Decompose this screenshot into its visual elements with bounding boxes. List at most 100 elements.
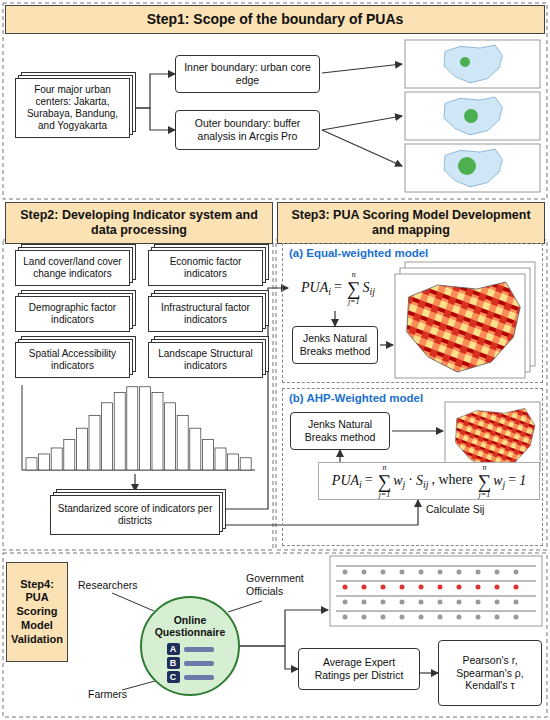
rating-dot xyxy=(495,570,500,575)
circle-title: Online Questionnaire xyxy=(153,614,227,638)
node-label: Step1: Scope of the boundary of PUAs xyxy=(147,11,404,28)
rating-dot xyxy=(476,585,481,590)
sheet-line xyxy=(336,580,536,582)
rating-dot xyxy=(381,615,386,620)
boundary-maps xyxy=(405,40,540,192)
rating-dot xyxy=(495,600,500,605)
questionnaire-circle: Online QuestionnaireABC xyxy=(140,596,240,696)
subscript: ij xyxy=(423,479,428,490)
model-panel: (a) Equal-weighted modelPUAi=n∑j=1SijJen… xyxy=(282,243,543,383)
histogram-bar xyxy=(152,393,163,470)
rating-dot xyxy=(438,570,443,575)
rating-dot xyxy=(476,615,481,620)
rating-dot xyxy=(419,615,424,620)
document-stack: Demographic factor indicators xyxy=(15,296,130,332)
formula-term: w xyxy=(393,472,402,487)
rating-dot xyxy=(495,615,500,620)
option-bar xyxy=(184,675,214,680)
rating-dot xyxy=(381,585,386,590)
formula-box: PUAi=n∑j=1Sij xyxy=(288,265,388,311)
sum-lower-limit: j=1 xyxy=(379,491,391,499)
rating-dot xyxy=(514,600,519,605)
histogram-bar xyxy=(89,415,100,470)
sum-sign: ∑ xyxy=(347,279,361,298)
process-box: Jenks Natural Breaks method xyxy=(292,326,378,364)
rating-dot xyxy=(438,600,443,605)
node-label: Inner boundary: urban core edge xyxy=(181,61,314,86)
axis-line xyxy=(22,385,23,470)
document-stack: Landscape Structural indicators xyxy=(148,342,263,378)
step-header: Step1: Scope of the boundary of PUAs xyxy=(5,5,545,34)
respondent-label: Researchers xyxy=(78,579,138,592)
document-stack: Standarized score of indicators per dist… xyxy=(50,495,220,535)
histogram xyxy=(22,385,255,470)
histogram-bar xyxy=(165,403,176,470)
formula-line: PUAi=n∑j=1Sij xyxy=(301,271,375,306)
rating-dot xyxy=(419,585,424,590)
step-header: Step3: PUA Scoring Model Development and… xyxy=(277,202,545,244)
node-label: Outer boundary: buffer analysis in Arcgi… xyxy=(181,117,314,142)
formula-box: PUAi=n∑j=1wj·Sij, wheren∑j=1wj=1 xyxy=(318,462,540,500)
subscript: i xyxy=(359,479,362,490)
connector xyxy=(339,450,340,462)
formula-term: S xyxy=(416,472,423,487)
option-letter: B xyxy=(167,657,180,669)
process-box: Outer boundary: buffer analysis in Arcgi… xyxy=(175,110,320,150)
rating-dot xyxy=(457,615,462,620)
document-stack: Spatial Accessibility indicators xyxy=(15,342,130,378)
rating-dot xyxy=(495,585,500,590)
rating-dot xyxy=(362,615,367,620)
connector xyxy=(334,311,335,326)
rating-dot xyxy=(514,585,519,590)
process-box: Pearson's r, Spearman's ρ, Kendall's τ xyxy=(438,640,542,706)
rating-dot xyxy=(419,570,424,575)
node-label: Land cover/land cover change indicators xyxy=(22,256,123,280)
document-stack: Infrastructural factor indicators xyxy=(148,296,263,332)
sum-lower-limit: j=1 xyxy=(348,298,360,306)
step-header: Step4: PUA Scoring Model Validation xyxy=(6,562,68,662)
document-stack: Land cover/land cover change indicators xyxy=(15,250,130,286)
formula-line: PUAi=n∑j=1wj·Sij, wheren∑j=1wj=1 xyxy=(332,464,526,499)
option-bar xyxy=(184,647,214,652)
node-label: Step3: PUA Scoring Model Development and… xyxy=(284,208,538,238)
formula-operator: = xyxy=(365,472,373,487)
node-label: Economic factor indicators xyxy=(155,256,256,280)
node-label: Infrastructural factor indicators xyxy=(155,302,256,326)
rating-dot xyxy=(343,585,348,590)
option-letter: A xyxy=(167,643,180,655)
formula-term: 1 xyxy=(519,472,526,487)
formula-term: PUA xyxy=(301,279,328,294)
rating-dot xyxy=(457,570,462,575)
rating-dot xyxy=(400,570,405,575)
rating-dot xyxy=(381,600,386,605)
document-stack: Economic factor indicators xyxy=(148,250,263,286)
subscript: j xyxy=(403,479,406,490)
sum-upper-limit: n xyxy=(382,464,386,472)
histogram-bar xyxy=(76,428,87,470)
respondent-label: Farmers xyxy=(88,688,127,701)
histogram-bar xyxy=(228,454,239,470)
sum-operator: n∑j=1 xyxy=(478,464,492,499)
process-box: Jenks Natural Breaks method xyxy=(290,412,390,450)
histogram-bar xyxy=(26,458,37,470)
subscript: ij xyxy=(369,286,374,297)
sum-sign: ∑ xyxy=(478,472,492,491)
sum-operator: n∑j=1 xyxy=(378,464,392,499)
rating-dot xyxy=(400,615,405,620)
section-frames xyxy=(3,3,547,717)
rating-dot xyxy=(438,585,443,590)
rating-dot xyxy=(381,570,386,575)
sheet-line xyxy=(336,610,536,612)
document-stack: Four major urban centers: Jakarta, Surab… xyxy=(15,78,130,138)
node-label: Four major urban centers: Jakarta, Surab… xyxy=(22,84,123,132)
histogram-bar xyxy=(114,393,125,470)
model-panel: (b) AHP-Weighted modelJenks Natural Brea… xyxy=(282,388,543,546)
sum-sign: ∑ xyxy=(378,472,392,491)
connector xyxy=(240,646,298,669)
rating-dot xyxy=(400,585,405,590)
histogram-bar xyxy=(51,448,62,470)
option-bar xyxy=(184,661,214,666)
option-letter: C xyxy=(167,671,180,683)
process-box: Inner boundary: urban core edge xyxy=(175,55,320,93)
